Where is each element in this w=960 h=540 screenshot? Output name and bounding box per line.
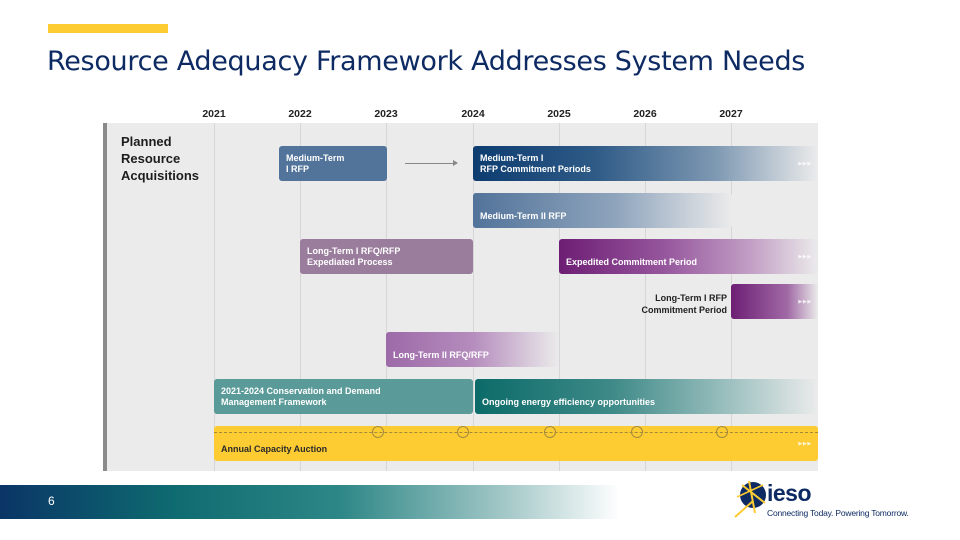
row-label-line: Planned (121, 134, 172, 149)
row-label-line: Acquisitions (121, 168, 200, 183)
year-label: 2022 (288, 108, 312, 120)
bar-label: Medium-Term I (480, 152, 544, 163)
bar-label: Long-Term I RFP (655, 293, 727, 303)
continues-icon: ▸▸▸ (798, 298, 812, 305)
bar-label: Long-Term II RFQ/RFP (393, 350, 489, 360)
bar-label: Expediated Process (307, 256, 393, 267)
bar-medium-term-2-rfp: Medium-Term II RFP (473, 193, 732, 228)
milestone-circle-icon (631, 426, 643, 438)
footer-gradient-band (0, 485, 620, 519)
year-label: 2021 (202, 108, 226, 120)
slide-title: Resource Adequacy Framework Addresses Sy… (47, 46, 806, 77)
year-axis: 2021 2022 2023 2024 2025 2026 2027 (0, 108, 960, 122)
bar-medium-term-1-rfp: Medium-Term I RFP (279, 146, 387, 181)
bar-label: I RFP (286, 163, 310, 174)
arrow-icon (405, 160, 458, 166)
milestone-circle-icon (716, 426, 728, 438)
milestone-circle-icon (457, 426, 469, 438)
bar-label: Ongoing energy efficiency opportunities (482, 397, 656, 407)
bar-label: Commitment Period (641, 305, 727, 315)
bar-long-term-1-commitment: ▸▸▸ (731, 284, 818, 319)
continues-icon: ▸▸▸ (798, 160, 812, 167)
gridline (214, 123, 215, 471)
year-label: 2025 (547, 108, 571, 120)
globe-icon (734, 480, 766, 518)
row-label-line: Resource (121, 151, 181, 166)
logo-tagline: Connecting Today. Powering Tomorrow. (767, 508, 909, 518)
gridline (473, 123, 474, 471)
year-label: 2023 (374, 108, 398, 120)
bar-label: Annual Capacity Auction (221, 444, 328, 454)
year-label: 2026 (633, 108, 657, 120)
bar-medium-term-1-commitment: Medium-Term I RFP Commitment Periods ▸▸▸ (473, 146, 818, 181)
bar-expedited-commitment: Expedited Commitment Period ▸▸▸ (559, 239, 818, 274)
gridline (645, 123, 646, 471)
bar-label: Medium-Term II RFP (480, 211, 567, 221)
bar-external-label: Long-Term I RFP Commitment Period (607, 292, 727, 316)
milestone-circle-icon (372, 426, 384, 438)
bar-long-term-2-rfp: Long-Term II RFQ/RFP (386, 332, 559, 367)
bar-label: Management Framework (221, 396, 327, 407)
gridline (386, 123, 387, 471)
logo-wordmark: ieso (767, 480, 812, 506)
year-label: 2027 (719, 108, 743, 120)
timeline-panel: Planned Resource Acquisitions Medium-Ter… (103, 123, 818, 471)
bar-label: Expedited Commitment Period (566, 257, 698, 267)
bar-label: 2021-2024 Conservation and Demand (221, 385, 381, 396)
bar-cdm-framework: 2021-2024 Conservation and Demand Manage… (214, 379, 473, 414)
auction-dashed-line (214, 432, 818, 433)
milestone-circle-icon (544, 426, 556, 438)
title-accent-bar (48, 24, 168, 33)
continues-icon: ▸▸▸ (798, 253, 812, 260)
continues-icon: ▸▸▸ (798, 440, 812, 447)
bar-label: RFP Commitment Periods (480, 163, 591, 174)
bar-long-term-1-expedited: Long-Term I RFQ/RFP Expediated Process (300, 239, 473, 274)
ieso-logo: ieso Connecting Today. Powering Tomorrow… (733, 479, 933, 524)
bar-label: Long-Term I RFQ/RFP (307, 245, 401, 256)
bar-label: Medium-Term (286, 152, 345, 163)
year-label: 2024 (461, 108, 485, 120)
bar-energy-efficiency: Ongoing energy efficiency opportunities (475, 379, 818, 414)
row-label: Planned Resource Acquisitions (121, 133, 199, 184)
gridline (300, 123, 301, 471)
page-number: 6 (48, 494, 55, 508)
gridline (559, 123, 560, 471)
